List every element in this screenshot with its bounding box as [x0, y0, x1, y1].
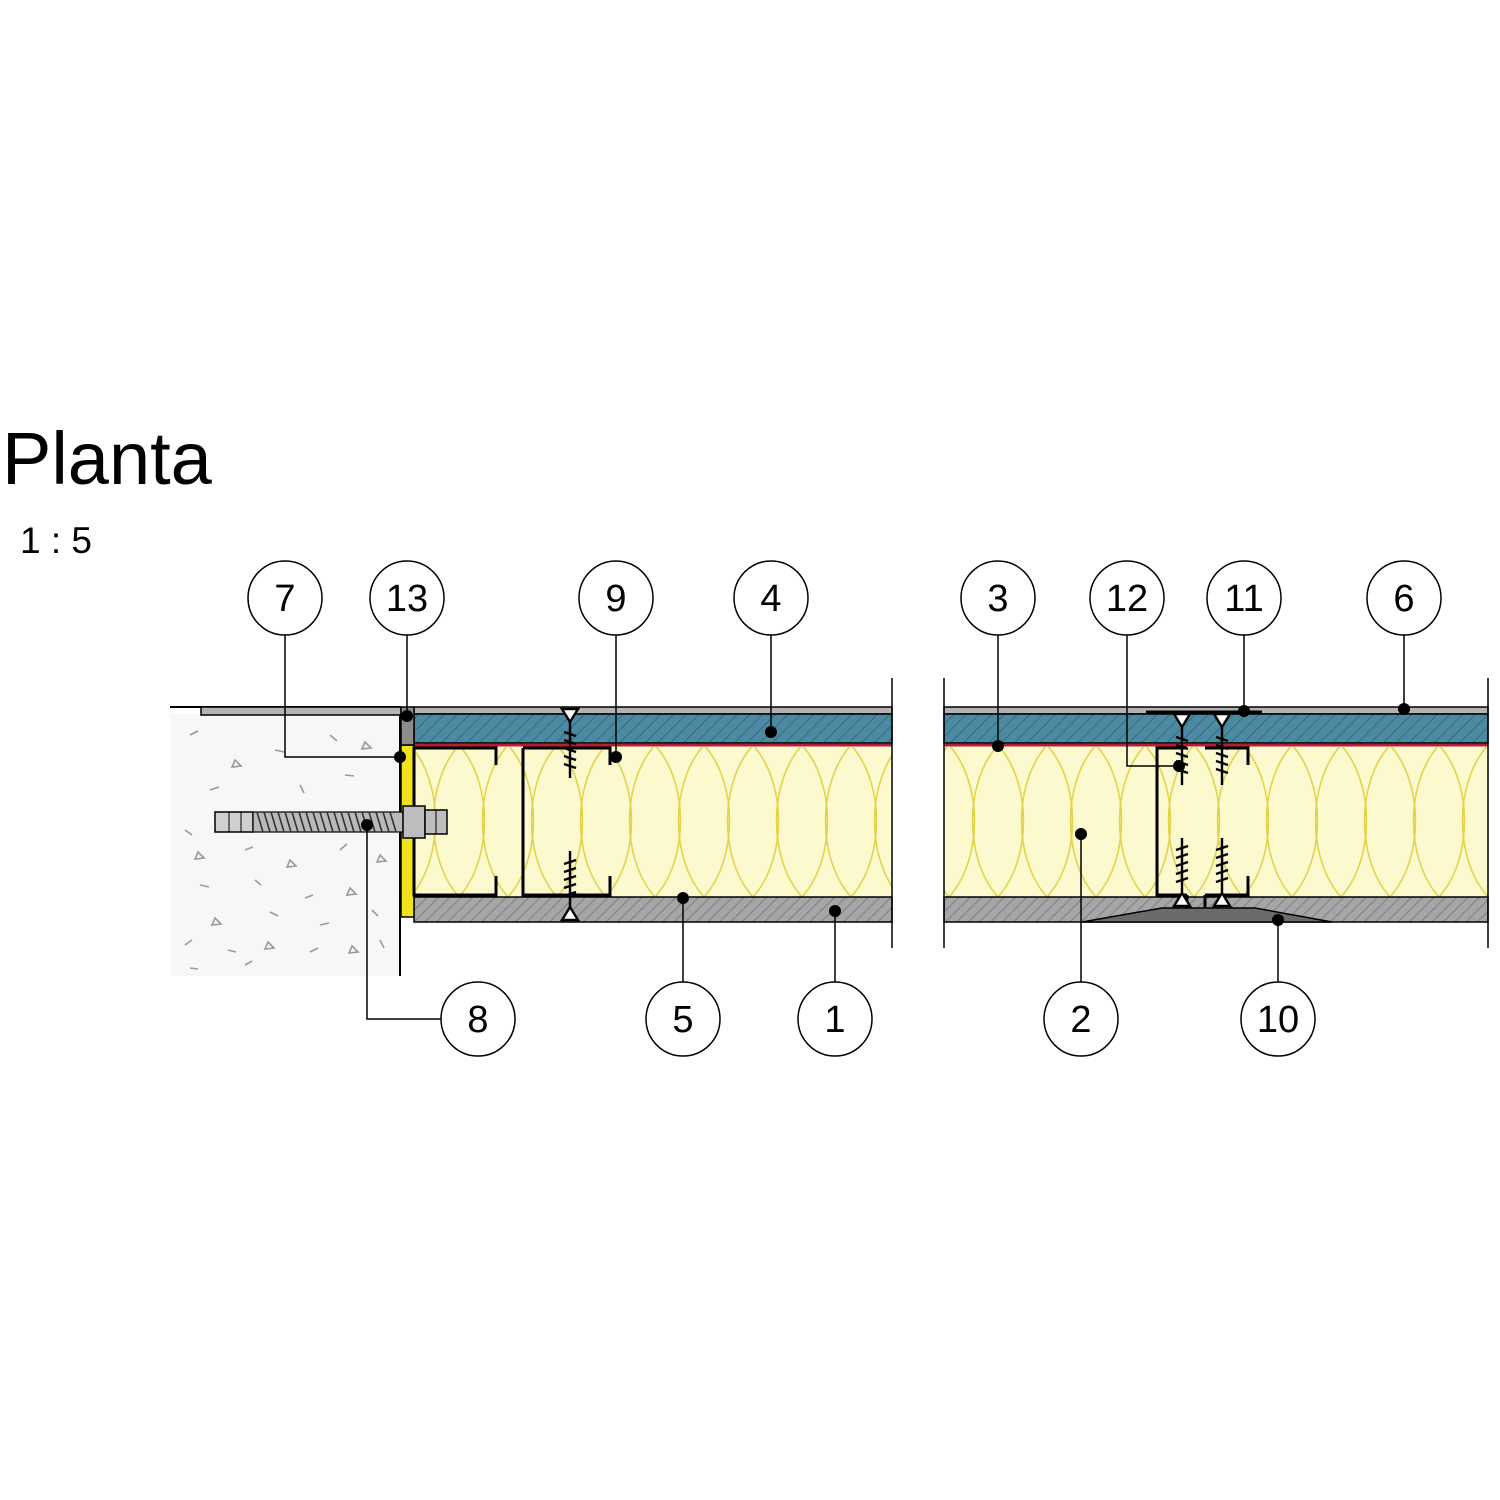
callout-12-label: 12: [1106, 578, 1148, 620]
callout-7: 7: [247, 560, 323, 636]
joint-filler: [1081, 907, 1333, 923]
drawing-scale: 1 : 5: [20, 520, 92, 561]
callout-13-label: 13: [386, 578, 428, 620]
leader-dots: [361, 703, 1410, 926]
callout-3: 3: [960, 560, 1036, 636]
callout-6-label: 6: [1393, 578, 1414, 620]
callout-5-label: 5: [672, 999, 693, 1041]
anchor-rod: [214, 805, 448, 839]
callout-9: 9: [578, 560, 654, 636]
callout-9-label: 9: [605, 578, 626, 620]
callout-5: 5: [645, 981, 721, 1057]
callout-4: 4: [733, 560, 809, 636]
callout-4-label: 4: [760, 578, 781, 620]
callout-12: 12: [1089, 560, 1165, 636]
callout-7-label: 7: [274, 578, 295, 620]
callout-1-label: 1: [824, 999, 845, 1041]
callout-3-label: 3: [987, 578, 1008, 620]
callout-11-label: 11: [1224, 578, 1263, 620]
callout-2-label: 2: [1070, 999, 1091, 1041]
callout-13: 13: [369, 560, 445, 636]
callout-10: 10: [1240, 981, 1316, 1057]
screws-left: [559, 707, 581, 922]
callout-8: 8: [440, 981, 516, 1057]
screws-right: [1171, 712, 1233, 908]
leader-lines: [284, 635, 1405, 1020]
callout-11: 11: [1206, 560, 1282, 636]
drawing-title: Planta: [2, 417, 212, 500]
callout-1: 1: [797, 981, 873, 1057]
wall-panel-left: [413, 678, 893, 948]
callout-2: 2: [1043, 981, 1119, 1057]
callout-6: 6: [1366, 560, 1442, 636]
callout-10-label: 10: [1257, 999, 1299, 1041]
steel-c-profiles-right: [1155, 746, 1250, 908]
callout-8-label: 8: [467, 999, 488, 1041]
